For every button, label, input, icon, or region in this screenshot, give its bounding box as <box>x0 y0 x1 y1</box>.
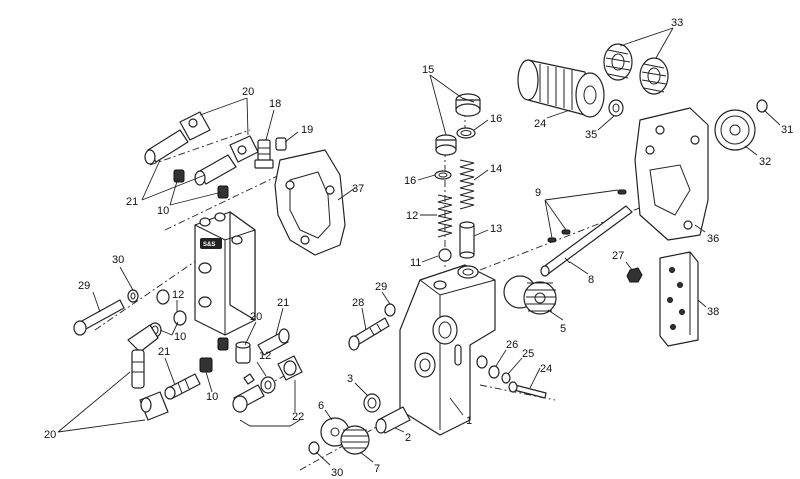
elbow-fitting-top-2 <box>194 135 259 186</box>
label-26: 26 <box>506 339 518 351</box>
washer-30-bottom <box>308 441 320 455</box>
label-21-mid: 21 <box>277 297 289 309</box>
washer-31 <box>756 99 768 113</box>
o-ring-16-right <box>456 127 476 139</box>
bolt-28-center <box>348 317 390 351</box>
label-32: 32 <box>759 156 771 168</box>
label-15: 15 <box>422 64 434 76</box>
label-10-bottom: 10 <box>206 391 218 403</box>
pump-body-1 <box>399 264 496 436</box>
label-31: 31 <box>781 124 793 136</box>
valve-cap-15-lower <box>435 134 457 156</box>
label-24-top: 24 <box>534 118 546 130</box>
label-29-center: 29 <box>375 281 387 293</box>
label-12-center: 12 <box>406 210 418 222</box>
label-20-mid: 20 <box>250 311 262 323</box>
label-12-left: 12 <box>172 289 184 301</box>
washer-26 <box>488 365 500 379</box>
plug-10-top <box>173 169 229 199</box>
spring-14 <box>459 159 475 210</box>
bolt-29-left <box>73 299 125 336</box>
label-22: 22 <box>292 411 304 423</box>
shaft-8 <box>540 205 633 277</box>
fitting-20-right <box>235 341 251 364</box>
drive-gear-24 <box>517 59 605 118</box>
label-8: 8 <box>588 274 594 286</box>
elbow-fitting-lower-1 <box>127 324 159 389</box>
gasket-37 <box>274 149 346 256</box>
label-29-left: 29 <box>78 280 90 292</box>
gear-5 <box>503 275 557 315</box>
nut-27 <box>626 267 643 283</box>
plug-10-bottom <box>199 337 229 373</box>
label-33: 33 <box>671 17 683 29</box>
label-11: 11 <box>410 257 421 269</box>
label-16-right: 16 <box>490 113 502 125</box>
screw-24 <box>508 381 547 399</box>
ss-logo-badge <box>200 238 222 249</box>
label-37: 37 <box>352 183 364 195</box>
label-21-lower: 21 <box>158 346 170 358</box>
washer-30-left <box>127 289 139 303</box>
label-25: 25 <box>522 348 534 360</box>
label-24-right: 24 <box>540 363 552 375</box>
piston-13 <box>459 221 475 259</box>
gear-7 <box>340 425 370 455</box>
elbow-fitting-lower-2 <box>139 391 169 421</box>
fitting-21-lower <box>164 373 201 400</box>
spring-12 <box>437 194 453 238</box>
label-14: 14 <box>490 163 502 175</box>
ss-logo-text: S&S <box>203 242 215 248</box>
valve-cap-15-top <box>455 93 481 117</box>
label-18: 18 <box>269 98 281 110</box>
label-27: 27 <box>612 250 624 262</box>
label-1: 1 <box>466 415 472 427</box>
label-20-bottom: 20 <box>44 429 56 441</box>
fitting-22-group <box>232 355 303 413</box>
bushing-3 <box>363 393 381 413</box>
label-20-top: 20 <box>242 86 254 98</box>
worm-gear-33-left <box>603 43 633 81</box>
label-28: 28 <box>352 297 364 309</box>
washer-29-center <box>384 303 396 317</box>
label-12-bottom: 12 <box>259 350 271 362</box>
label-19: 19 <box>301 124 313 136</box>
label-13: 13 <box>490 223 502 235</box>
pump-cover-body-left: S&S <box>194 211 256 336</box>
label-30-left: 30 <box>112 254 124 266</box>
worm-gear-33-right <box>639 57 669 95</box>
pin-9 <box>547 189 627 243</box>
part-labels: 20 18 19 21 10 37 30 29 12 10 21 20 21 1… <box>44 17 793 479</box>
elbow-fitting-top-1 <box>144 111 211 165</box>
label-6: 6 <box>318 400 324 412</box>
washer-35 <box>608 99 624 117</box>
label-36: 36 <box>707 233 719 245</box>
label-21-top: 21 <box>126 196 138 208</box>
label-10-top: 10 <box>157 205 169 217</box>
label-16-left: 16 <box>404 175 416 187</box>
leader-lines <box>57 27 781 466</box>
label-9: 9 <box>535 187 541 199</box>
label-35: 35 <box>585 129 597 141</box>
plug-19 <box>275 137 287 151</box>
label-5: 5 <box>560 323 566 335</box>
label-30-bottom: 30 <box>331 467 343 479</box>
washer-25 <box>501 372 511 384</box>
fitting-18 <box>254 139 274 169</box>
label-10-middle: 10 <box>174 331 186 343</box>
gear-32 <box>714 109 756 151</box>
ball-11 <box>438 248 452 262</box>
plate-38 <box>659 251 699 347</box>
shaft-2 <box>375 406 411 434</box>
label-38: 38 <box>707 306 719 318</box>
label-3: 3 <box>347 373 353 385</box>
gasket-36 <box>634 107 709 241</box>
o-ring-16-left <box>434 170 452 180</box>
label-2: 2 <box>405 432 411 444</box>
label-7: 7 <box>374 463 380 475</box>
fitting-21-right <box>257 328 290 356</box>
